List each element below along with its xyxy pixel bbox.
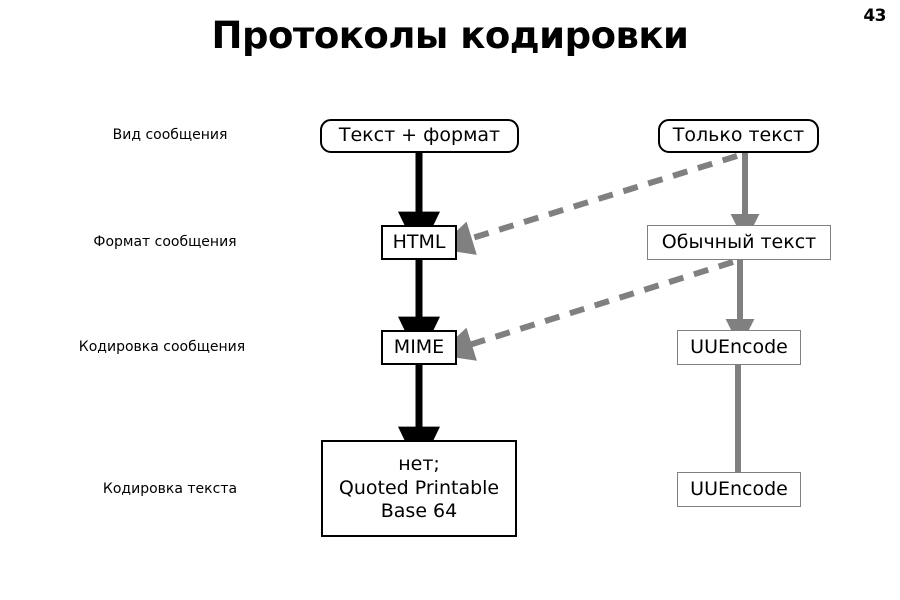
row-label-message-format: Формат сообщения	[93, 234, 237, 250]
node-plain-text[interactable]: Обычный текст	[647, 225, 831, 260]
node-only-text[interactable]: Только текст	[658, 119, 819, 153]
node-html[interactable]: HTML	[381, 225, 457, 260]
node-text-plus-format[interactable]: Текст + формат	[320, 119, 519, 153]
node-mime[interactable]: MIME	[381, 330, 457, 365]
row-label-message-encoding: Кодировка сообщения	[78, 339, 246, 355]
node-uuencode-text[interactable]: UUEncode	[677, 472, 801, 507]
node-quoted-printable[interactable]: нет; Quoted Printable Base 64	[321, 440, 517, 537]
row-label-message-kind: Вид сообщения	[112, 127, 228, 143]
node-quoted-printable-line-1: нет;	[398, 452, 440, 475]
node-quoted-printable-line-3: Base 64	[380, 500, 458, 523]
page-title: Протоколы кодировки	[211, 14, 689, 57]
row-label-text-encoding: Кодировка текста	[102, 481, 238, 497]
node-quoted-printable-line-2: Quoted Printable	[338, 476, 500, 499]
slide-number: 43	[863, 6, 886, 26]
node-uuencode-message[interactable]: UUEncode	[677, 330, 801, 365]
